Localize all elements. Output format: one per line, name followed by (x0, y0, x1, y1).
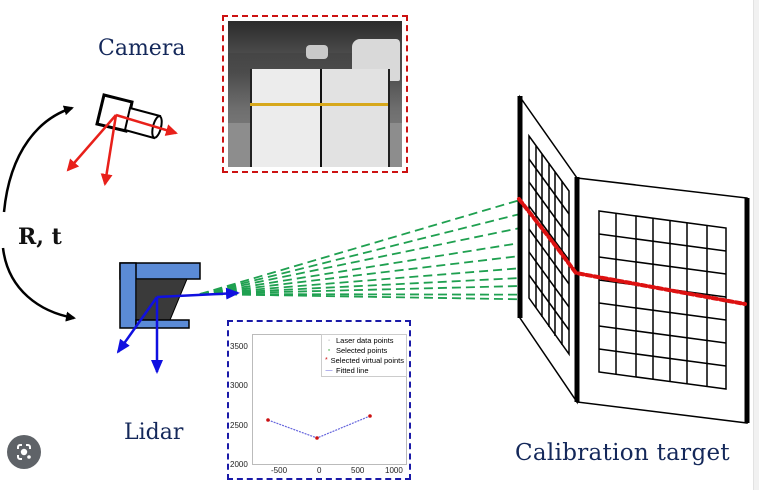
transform-arrow-icon (1, 105, 76, 322)
plot-legend: · Laser data points ▫ Selected points * … (321, 334, 407, 377)
lidar-label: Lidar (124, 420, 184, 445)
lens-search-button[interactable] (7, 435, 41, 469)
transform-label: R, t (18, 224, 62, 250)
x-tick: 1000 (385, 466, 403, 475)
lidar-icon (116, 262, 240, 374)
y-tick: 2000 (230, 460, 248, 469)
lidar-scan-line (517, 197, 747, 306)
legend-item: ▫ Selected points (324, 346, 404, 356)
dot-marker-icon: · (327, 337, 331, 344)
calibration-target-left-board (517, 94, 578, 405)
star-marker-icon: * (324, 357, 328, 364)
legend-item: * Selected virtual points (324, 356, 404, 365)
x-tick: 500 (351, 466, 365, 475)
lidar-scan-plot: 3500 3000 2500 2000 -500 0 500 1000 · La… (227, 320, 411, 480)
y-tick: 3500 (230, 342, 248, 351)
camera-icon (66, 93, 178, 186)
legend-item: · Laser data points (324, 336, 404, 346)
lens-search-icon (17, 444, 31, 460)
y-tick: 3000 (230, 381, 248, 390)
calibration-target-label: Calibration target (515, 440, 730, 466)
camera-photo (228, 21, 402, 167)
camera-label: Camera (98, 36, 186, 61)
legend-item: — Fitted line (325, 366, 369, 375)
square-marker-icon: ▫ (327, 347, 331, 354)
x-tick: -500 (271, 466, 288, 475)
camera-image-inset (222, 15, 408, 173)
calibration-target-right-board (574, 177, 750, 424)
y-tick: 2500 (230, 421, 248, 430)
x-tick: 0 (317, 466, 322, 475)
line-marker-icon: — (325, 367, 333, 374)
scrollbar-strip (753, 0, 759, 490)
